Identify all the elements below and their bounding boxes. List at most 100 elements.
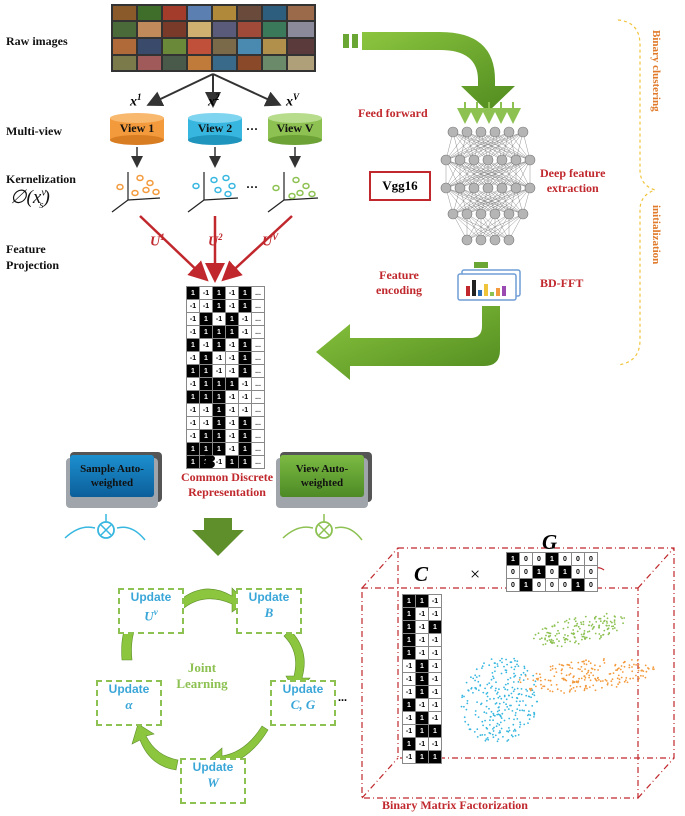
cluster-point (636, 659, 639, 662)
update-ellipsis: ... (338, 690, 347, 704)
matrix-c-cell: -1 (402, 659, 416, 673)
cluster-point (572, 629, 575, 631)
matrix-b-cell: 1 (186, 286, 200, 300)
matrix-c-cell: 1 (402, 633, 416, 647)
cluster-point (600, 634, 602, 637)
matrix-g-cell: 0 (558, 552, 572, 566)
cluster-point (603, 615, 606, 618)
cluster-point (496, 691, 499, 694)
cluster-point (571, 667, 574, 670)
cluster-point (594, 664, 596, 667)
cluster-point (581, 670, 583, 673)
nn-node (496, 154, 508, 166)
cluster-point (580, 665, 583, 668)
cluster-point (490, 710, 493, 713)
matrix-g-cell: 0 (506, 565, 520, 579)
cluster-point (496, 713, 499, 716)
cluster-point (572, 686, 575, 689)
cluster-point (555, 683, 558, 686)
cluster-point (549, 665, 552, 668)
cluster-point (492, 728, 494, 730)
cluster-point (489, 698, 491, 700)
nn-node (503, 234, 515, 246)
cluster-point (515, 700, 518, 703)
cluster-point (549, 669, 552, 671)
cluster-point (584, 684, 587, 687)
cluster-point (562, 678, 565, 681)
nn-edge (487, 159, 531, 189)
cluster-point (474, 713, 477, 716)
matrix-g-cell: 0 (584, 565, 598, 579)
cluster-point (502, 701, 505, 704)
cluster-point (494, 670, 496, 673)
cluster-point (577, 661, 580, 664)
sample-auto-weighted-button[interactable]: Sample Auto-weighted (80, 463, 144, 489)
cluster-point (489, 724, 491, 726)
cluster-point (494, 734, 497, 737)
sample-weighted-button-shape (66, 452, 162, 508)
cluster-point (494, 666, 496, 669)
matrix-b-cell: -1 (186, 299, 200, 313)
cluster-point (500, 672, 503, 675)
matrix-b-cell: 1 (199, 351, 213, 365)
cluster-point (512, 690, 515, 693)
nn-node (461, 234, 473, 246)
cluster-point (527, 722, 529, 724)
cluster-point (527, 713, 530, 716)
matrix-b-cell: -1 (225, 351, 239, 365)
matrix-c-cell: -1 (428, 607, 442, 621)
cluster-point (517, 681, 520, 683)
cluster-point (487, 738, 490, 741)
cluster-point (491, 733, 494, 736)
matrix-b-ellipsis: ... (251, 455, 265, 469)
cluster-point (497, 706, 500, 709)
nn-node (489, 126, 501, 138)
cluster-point (498, 702, 501, 705)
cluster-point (530, 689, 532, 692)
matrix-g-cell: 1 (558, 565, 572, 579)
feed-forward-label: Feed forward (358, 106, 428, 120)
matrix-b-cell: 1 (199, 312, 213, 326)
cluster-point (619, 668, 622, 671)
cluster-point (519, 677, 521, 679)
cluster-point (574, 641, 576, 644)
cluster-point (595, 679, 598, 682)
cluster-point (550, 640, 552, 642)
matrix-c-cell: 1 (415, 724, 429, 738)
cluster-point (495, 681, 497, 684)
cluster-point (501, 661, 503, 664)
cluster-point (539, 673, 541, 676)
cluster-point (605, 680, 608, 682)
cluster-point (514, 712, 517, 714)
cluster-point (519, 709, 521, 712)
cluster-point (483, 662, 485, 665)
cluster-point (599, 620, 602, 623)
cluster-point (511, 686, 514, 689)
nn-edge (466, 213, 496, 241)
cluster-point (563, 692, 565, 694)
cluster-point (623, 680, 626, 683)
matrix-b-cell: -1 (212, 455, 226, 469)
cluster-point (460, 705, 463, 708)
matrix-b-ellipsis: ... (251, 364, 265, 378)
cluster-point (618, 681, 621, 684)
nn-node (503, 208, 515, 220)
nn-node (510, 182, 522, 194)
cluster-point (534, 680, 537, 683)
matrix-b-cell: 1 (199, 364, 213, 378)
cluster-point (637, 669, 640, 672)
top-green-arrow (343, 32, 515, 112)
cluster-point (499, 730, 501, 732)
cluster-point (536, 700, 539, 703)
cluster-point (515, 697, 518, 699)
view-auto-weighted-button[interactable]: View Auto-weighted (295, 463, 349, 489)
matrix-b-ellipsis: ... (251, 338, 265, 352)
cluster-point (566, 663, 569, 666)
cluster-point (569, 666, 571, 669)
cluster-point (464, 720, 467, 723)
